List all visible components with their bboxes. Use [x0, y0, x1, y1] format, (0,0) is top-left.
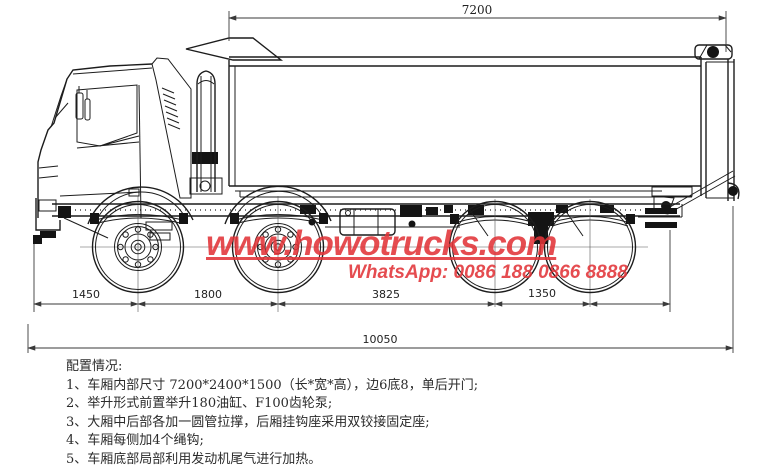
- tailgate-hinge: [695, 45, 732, 59]
- wheel-3: [450, 202, 541, 293]
- dim-overall-length: 10050: [363, 333, 398, 346]
- headlight: [39, 200, 56, 211]
- note-line: 3、大厢中后部各加一圆管拉撑，后厢挂钩座采用双铰接固定座;: [66, 414, 430, 430]
- truck-line-drawing: 7200 1450 1800 3825 1350 10050: [27, 3, 771, 358]
- hoist-cylinder: [197, 71, 215, 192]
- dim-axle2-axle3: 3825: [372, 288, 400, 301]
- dim-front-overhang: 1450: [72, 288, 100, 301]
- bed-top-rail: [229, 57, 701, 66]
- mirror: [76, 86, 90, 120]
- cylinder-bracket: [192, 152, 218, 164]
- steering-gear: [58, 206, 71, 218]
- note-line: 4、车厢每侧加4个绳钩;: [66, 433, 204, 448]
- dim-axle1-axle2: 1800: [194, 288, 222, 301]
- fuel-tank: [340, 209, 395, 235]
- marker-lamp: [129, 189, 139, 196]
- cab-step: [146, 222, 172, 230]
- windshield-pillar: [51, 79, 67, 127]
- tow-pin: [33, 235, 42, 244]
- front-canopy: [186, 38, 281, 60]
- tailgate: [654, 45, 739, 214]
- note-line: 2、举升形式前置举升180油缸、F100齿轮泵;: [66, 396, 333, 411]
- tailgate-stay: [670, 171, 735, 211]
- wheels: [80, 196, 648, 312]
- dim-axle3-axle4: 1350: [528, 287, 556, 300]
- wiper: [55, 103, 68, 118]
- wheel-4: [545, 202, 636, 293]
- dim-cargo-box-length: 7200: [462, 3, 493, 17]
- configuration-notes: 配置情况: 1、车厢内部尺寸 7200*2400*1500（长*宽*高），边6底…: [66, 358, 726, 469]
- watermark-whatsapp: WhatsApp: 0086 188 0866 8888: [348, 262, 628, 283]
- dump-bed: [186, 38, 701, 197]
- wheel-1: [93, 202, 184, 293]
- door-window: [77, 85, 137, 146]
- truck-cab: [33, 58, 191, 244]
- note-line: 1、车厢内部尺寸 7200*2400*1500（长*宽*高），边6底8，单后开门…: [66, 377, 479, 393]
- note-line: 5、车厢底部局部利用发动机尾气进行加热。: [66, 451, 322, 467]
- rear-hook: [728, 183, 739, 199]
- notes-title: 配置情况:: [66, 359, 123, 374]
- wheel-2: [233, 202, 324, 293]
- front-bumper: [36, 198, 60, 230]
- dimension-lines: 7200 1450 1800 3825 1350 10050: [27, 3, 734, 353]
- door-edge: [139, 85, 141, 218]
- chassis-equipment: [300, 205, 614, 228]
- watermark-site: www.howotrucks.com: [206, 224, 557, 263]
- deflector-louvers: [162, 88, 180, 129]
